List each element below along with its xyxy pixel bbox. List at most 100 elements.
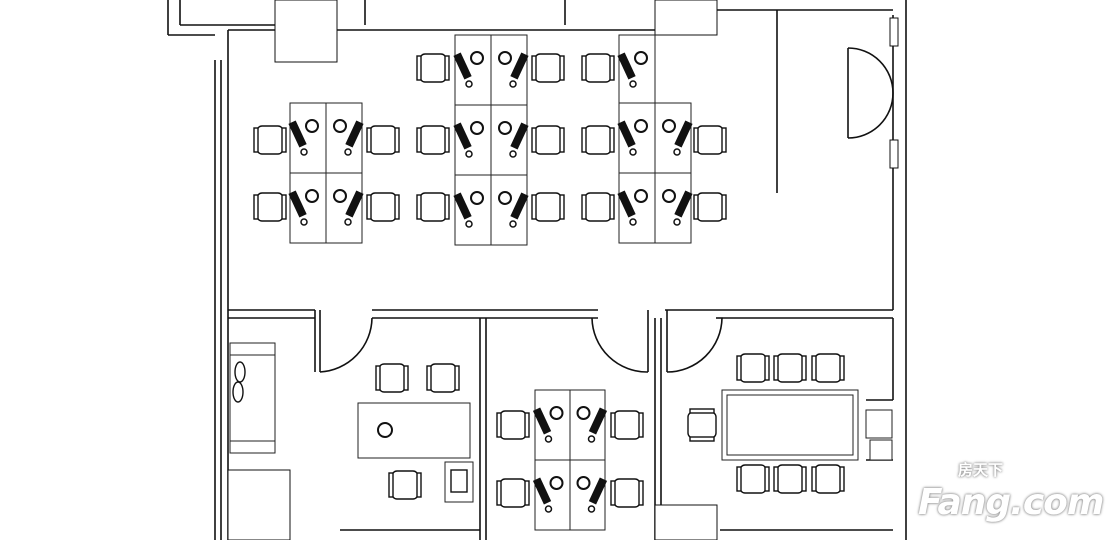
chair <box>773 353 807 383</box>
computer-workstation <box>333 189 364 226</box>
monitor <box>617 52 636 80</box>
chair-arm <box>609 55 615 81</box>
chair-arm <box>403 365 409 391</box>
chair-seat <box>499 410 527 440</box>
chair <box>531 192 565 222</box>
chair-arm <box>375 365 381 391</box>
manager-desk <box>357 402 471 459</box>
chair-arm <box>388 472 394 498</box>
office-chair-icon <box>333 189 347 203</box>
computer-workstation <box>617 119 648 156</box>
column <box>654 504 718 540</box>
chair-arm <box>559 55 565 81</box>
computer-workstation <box>498 121 529 158</box>
chair <box>366 125 400 155</box>
chair-seat <box>584 192 612 222</box>
monitor <box>532 477 552 505</box>
chair-seat <box>776 353 804 383</box>
office-chair-icon <box>498 191 512 205</box>
chair-arm <box>638 412 644 438</box>
chair-seat <box>696 192 724 222</box>
monitor <box>510 122 529 150</box>
chair <box>610 410 644 440</box>
chair <box>811 464 845 494</box>
office-chair-icon <box>576 476 591 490</box>
monitor <box>510 192 529 220</box>
chair-seat <box>369 125 397 155</box>
office-chair-icon <box>549 406 564 420</box>
chair <box>253 192 287 222</box>
chair-seat <box>256 125 284 155</box>
chair-arm <box>736 466 742 492</box>
computer-workstation <box>288 189 319 226</box>
watermark-chinese: 房天下 <box>958 461 1004 479</box>
chair-arm <box>811 355 817 381</box>
chair-arm <box>426 365 432 391</box>
monitor <box>453 122 472 150</box>
chair-arm <box>559 194 565 220</box>
chair <box>581 125 615 155</box>
chair-arm <box>416 472 422 498</box>
chair <box>773 464 807 494</box>
computer-workstation <box>532 406 564 443</box>
chair <box>496 478 530 508</box>
chair-seat <box>613 410 641 440</box>
chair-arm <box>610 480 616 506</box>
chair-arm <box>416 127 422 153</box>
mouse-icon <box>629 218 637 226</box>
chair-arm <box>444 55 450 81</box>
chair-arm <box>531 127 537 153</box>
chair-arm <box>416 55 422 81</box>
chair-arm <box>581 194 587 220</box>
chair-arm <box>253 127 259 153</box>
door-swing <box>319 317 373 373</box>
chair-arm <box>773 355 779 381</box>
watermark-logo: 房天下 Fang.com <box>918 462 1108 526</box>
mouse-icon <box>465 220 473 228</box>
chair-arm <box>444 127 450 153</box>
mouse-icon <box>629 80 637 88</box>
chair-arm <box>366 127 372 153</box>
monitor <box>532 407 552 435</box>
chair-arm <box>559 127 565 153</box>
chair <box>581 192 615 222</box>
chair-seat <box>584 53 612 83</box>
monitor <box>674 120 693 148</box>
office-chair-icon <box>305 119 319 133</box>
computer-workstation <box>532 476 564 513</box>
chair-arm <box>454 365 460 391</box>
chair-seat <box>419 192 447 222</box>
chair-arm <box>736 355 742 381</box>
office-chair-icon <box>377 422 393 438</box>
double-door <box>847 47 894 139</box>
chair-arm <box>609 127 615 153</box>
cushion <box>232 381 244 403</box>
chair <box>253 125 287 155</box>
chair-arm <box>764 355 770 381</box>
mouse-icon <box>629 148 637 156</box>
chair-arm <box>839 355 845 381</box>
sofa-arm <box>229 440 276 454</box>
chair-seat <box>534 192 562 222</box>
chair <box>736 353 770 383</box>
mouse-icon <box>344 148 352 156</box>
mouse-icon <box>509 80 517 88</box>
column <box>654 0 718 36</box>
mouse-icon <box>300 148 308 156</box>
office-chair-icon <box>333 119 347 133</box>
mouse-icon <box>465 150 473 158</box>
chair-arm <box>801 466 807 492</box>
chair-arm <box>394 194 400 220</box>
chair-arm <box>496 412 502 438</box>
cabinet <box>865 409 893 439</box>
chair-arm <box>416 194 422 220</box>
office-chair-icon <box>634 189 648 203</box>
chair-seat <box>378 363 406 393</box>
chair-arm <box>366 194 372 220</box>
chair <box>366 192 400 222</box>
chair <box>687 408 717 442</box>
door-jamb <box>889 17 899 47</box>
chair <box>531 53 565 83</box>
chair-seat <box>391 470 419 500</box>
chair-arm <box>253 194 259 220</box>
